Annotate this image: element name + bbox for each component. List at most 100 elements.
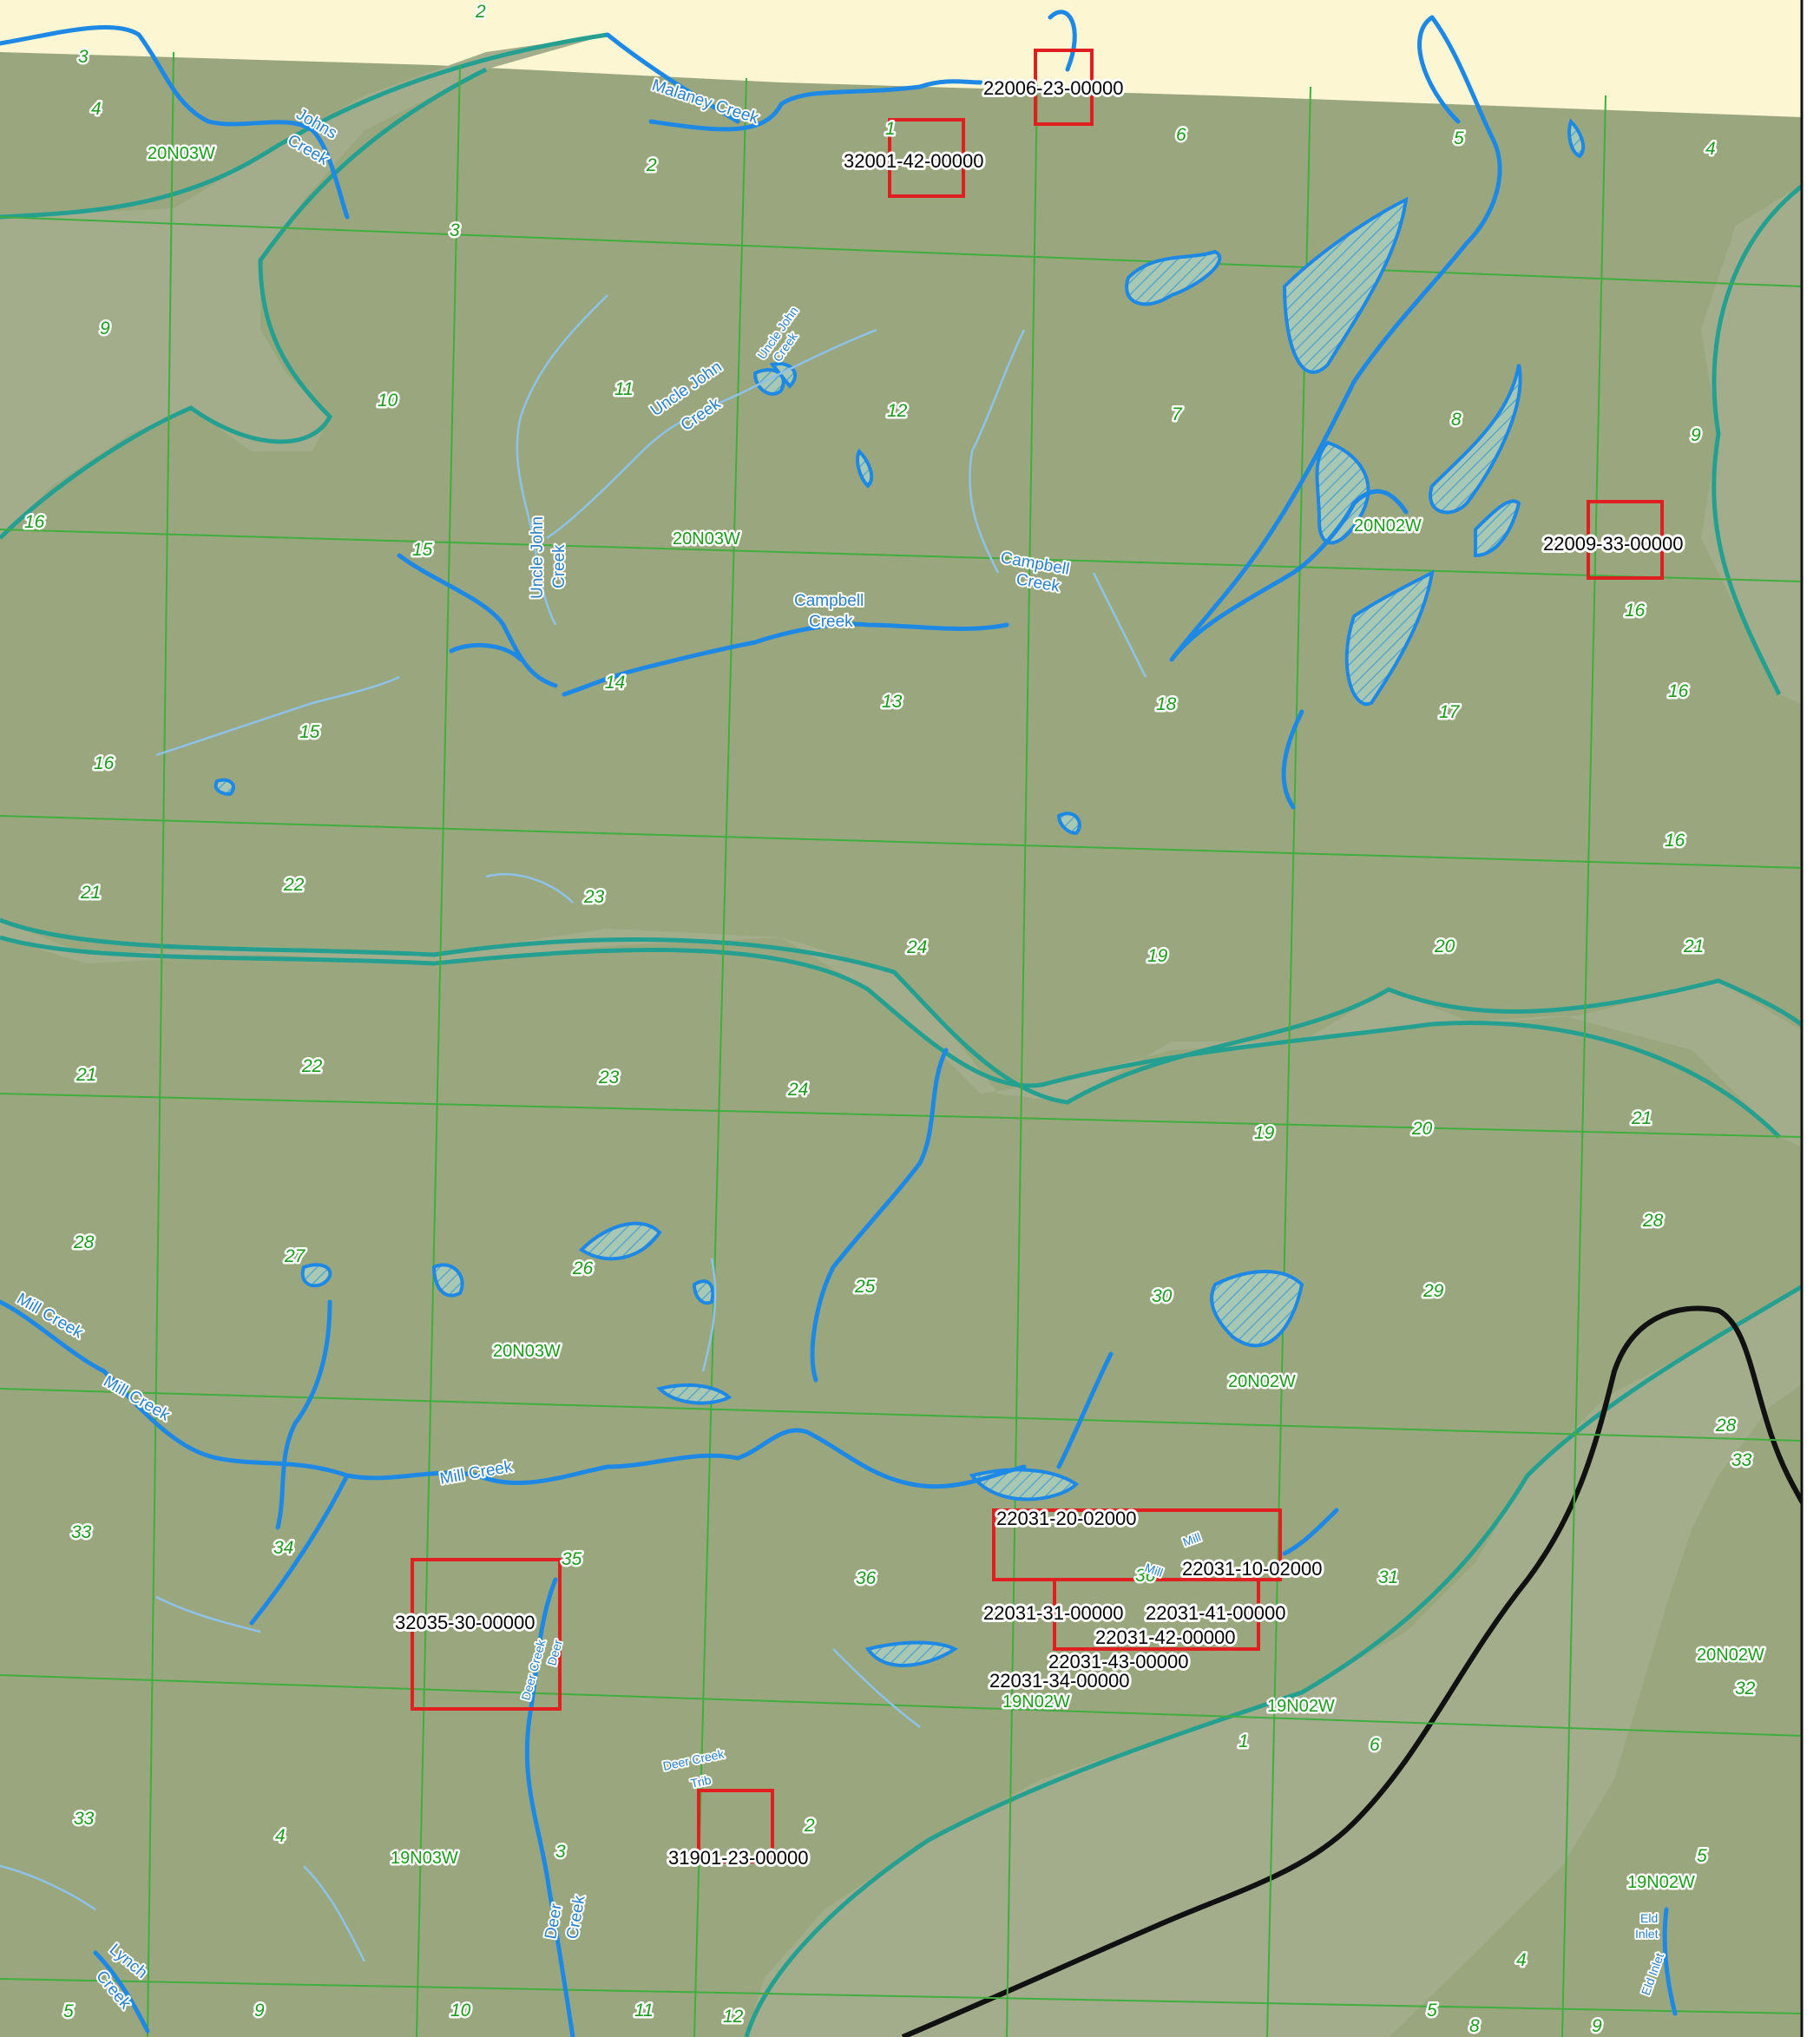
creek-label-eld-inlet: Inlet	[1635, 1927, 1659, 1941]
section-number: 15	[299, 722, 320, 742]
section-number: 28	[73, 1232, 95, 1252]
section-number: 16	[1625, 601, 1646, 621]
section-number: 30	[1152, 1286, 1173, 1306]
parcel-box-22009	[1587, 500, 1664, 580]
section-number: 2	[475, 2, 486, 22]
section-number: 4	[91, 99, 102, 119]
section-number: 24	[787, 1080, 808, 1100]
section-number: 22	[283, 875, 305, 895]
creek-label-campbell-2: Creek	[809, 613, 853, 631]
section-number: 16	[1665, 831, 1685, 851]
section-number: 12	[723, 2007, 744, 2027]
section-number: 4	[1516, 1950, 1527, 1970]
section-number: 32	[1735, 1679, 1756, 1699]
parcel-label: 22031-42-00000	[1095, 1626, 1235, 1648]
township-label: 20N03W	[148, 144, 215, 163]
parcel-label: 32035-30-00000	[395, 1612, 535, 1633]
section-number: 23	[598, 1068, 620, 1087]
tributaries	[0, 294, 1147, 1962]
section-number: 27	[284, 1246, 306, 1266]
section-number: 36	[856, 1568, 877, 1588]
section-number: 1	[885, 119, 896, 139]
section-number: 33	[74, 1809, 95, 1829]
parcel-box-32001	[888, 118, 965, 198]
map-frame	[1802, 0, 1820, 2037]
section-number: 9	[1592, 2016, 1602, 2036]
parcel-label: 31901-23-00000	[668, 1847, 808, 1869]
parcel-box-22031-lower	[1053, 1578, 1260, 1651]
township-label: 20N02W	[1697, 1646, 1764, 1665]
section-number: 5	[63, 2001, 74, 2021]
township-label: 19N02W	[1627, 1873, 1695, 1892]
section-number: 34	[273, 1538, 293, 1558]
parcel-label: 22031-41-00000	[1146, 1602, 1285, 1624]
parcel-label: 22031-31-00000	[983, 1602, 1123, 1624]
parcel-labels: 22006-23-00000 32001-42-00000 22009-33-0…	[392, 75, 1685, 1871]
section-number: 21	[76, 1065, 96, 1085]
section-number: 4	[275, 1826, 286, 1846]
section-number: 26	[572, 1258, 594, 1278]
parcel-label: 22031-20-02000	[996, 1508, 1136, 1529]
section-number: 24	[906, 937, 927, 957]
creek-label-uncle-john-vertical: Creek	[550, 544, 568, 588]
township-label: 19N02W	[1002, 1692, 1070, 1712]
section-number: 10	[378, 391, 398, 411]
section-number: 16	[94, 753, 115, 773]
section-number: 8	[1469, 2016, 1480, 2036]
section-number: 23	[583, 887, 605, 907]
section-number: 19	[1254, 1123, 1275, 1143]
section-number: 22	[301, 1056, 323, 1076]
section-number: 2	[804, 1816, 815, 1836]
parcel-box-31901	[697, 1789, 774, 1863]
section-number: 6	[1176, 125, 1186, 145]
inlet-north-west	[0, 35, 608, 538]
section-number: 9	[100, 319, 110, 338]
parcel-label: 22031-43-00000	[1048, 1651, 1188, 1672]
section-number: 25	[854, 1277, 876, 1297]
section-number: 29	[1422, 1281, 1444, 1301]
parcel-label: 22031-10-02000	[1182, 1558, 1322, 1580]
section-number: 21	[80, 883, 101, 903]
section-number: 17	[1439, 702, 1461, 722]
section-number: 33	[71, 1522, 92, 1542]
section-number: 3	[78, 47, 89, 67]
section-number: 8	[1451, 410, 1462, 430]
section-number: 16	[24, 512, 45, 532]
township-label: 20N02W	[1354, 516, 1422, 536]
shorelines	[0, 32, 1820, 2037]
section-number: 5	[1454, 128, 1464, 148]
section-number: 33	[1731, 1450, 1752, 1470]
township-label: 20N03W	[493, 1342, 561, 1361]
section-number: 9	[254, 2001, 265, 2021]
township-labels: 20N03W 20N03W 20N02W 20N03W 20N02W 20N02…	[146, 142, 1767, 1895]
section-number: 21	[1631, 1108, 1652, 1128]
streams	[0, 10, 1678, 2037]
section-number: 2	[646, 155, 657, 175]
section-number: 11	[614, 379, 634, 399]
creek-label-uncle-john-vertical: Uncle John	[529, 516, 547, 599]
parcel-box-22006	[1034, 49, 1094, 126]
section-number: 28	[1642, 1211, 1664, 1231]
section-number: 14	[605, 673, 625, 693]
section-number: 35	[562, 1549, 582, 1569]
inlet-east	[1701, 174, 1820, 712]
parcel-label: 22031-34-00000	[989, 1670, 1129, 1692]
section-number: 5	[1427, 2001, 1437, 2021]
township-label: 20N02W	[1228, 1372, 1296, 1391]
section-number: 20	[1434, 936, 1455, 956]
section-number: 6	[1370, 1735, 1380, 1755]
township-label: 20N03W	[673, 529, 740, 549]
outside-study-area	[0, 0, 1802, 117]
section-number: 7	[1172, 404, 1183, 424]
section-number: 13	[882, 692, 903, 712]
section-number: 10	[450, 2001, 471, 2021]
section-number: 5	[1697, 1846, 1707, 1866]
water-bodies	[0, 35, 1820, 2037]
creek-label-eld-inlet: Eld	[1640, 1911, 1658, 1925]
parcel-label: 32001-42-00000	[844, 150, 983, 172]
township-label: 19N02W	[1267, 1697, 1335, 1716]
parcel-label: 22006-23-00000	[983, 77, 1123, 99]
section-number: 11	[634, 2001, 654, 2021]
